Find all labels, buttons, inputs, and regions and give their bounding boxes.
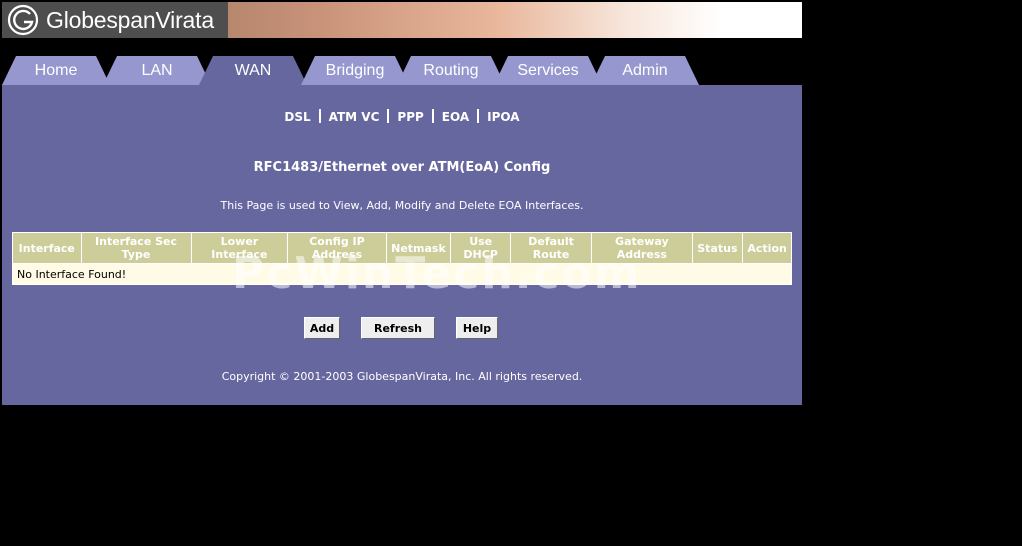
tab-home[interactable]: Home	[2, 56, 110, 85]
subnav-ipoa[interactable]: IPOA	[487, 110, 520, 124]
col-action: Action	[742, 232, 792, 264]
tab-wan[interactable]: WAN	[199, 56, 307, 85]
tab-admin[interactable]: Admin	[591, 56, 699, 85]
main-tab-bar: Home LAN WAN Bridging Routing Services A…	[2, 56, 802, 85]
tab-lan-label: LAN	[141, 61, 173, 79]
brand-name: GlobespanVirata	[46, 6, 214, 33]
tab-routing-label: Routing	[423, 61, 479, 79]
content-panel: DSL ATM VC PPP EOA IPOA RFC1483/Ethernet ove…	[2, 85, 802, 405]
table-header-row: Interface Interface Sec Type Lower Inter…	[12, 232, 792, 264]
add-button[interactable]: Add	[304, 317, 340, 339]
globespan-logo-icon	[2, 2, 44, 38]
col-gateway-address: Gateway Address	[591, 232, 693, 264]
eoa-interfaces-table: Interface Interface Sec Type Lower Inter…	[12, 232, 792, 285]
copyright-footer: Copyright © 2001-2003 GlobespanVirata, I…	[221, 370, 583, 383]
col-default-route: Default Route	[510, 232, 593, 264]
table-row: No Interface Found!	[12, 263, 792, 285]
col-netmask: Netmask	[385, 232, 452, 264]
header-banner: GlobespanVirata	[2, 2, 802, 38]
subnav-dsl[interactable]: DSL	[284, 110, 311, 124]
col-config-ip-address: Config IP Address	[287, 232, 387, 264]
empty-table-message: No Interface Found!	[12, 263, 792, 285]
action-buttons: Add Refresh Help	[2, 317, 802, 339]
tab-bridging[interactable]: Bridging	[301, 56, 409, 85]
col-use-dhcp: Use DHCP	[450, 232, 512, 264]
subnav-separator	[477, 109, 480, 123]
page-title: RFC1483/Ethernet over ATM(EoA) Config	[253, 160, 551, 175]
page-description: This Page is used to View, Add, Modify a…	[220, 199, 584, 212]
tab-services-label: Services	[517, 61, 579, 79]
tab-services[interactable]: Services	[494, 56, 602, 85]
subnav-ppp[interactable]: PPP	[397, 110, 424, 124]
refresh-button[interactable]: Refresh	[361, 317, 435, 339]
tab-wan-label: WAN	[234, 61, 272, 79]
wan-subnav: DSL ATM VC PPP EOA IPOA	[2, 109, 802, 124]
help-button[interactable]: Help	[456, 317, 498, 339]
subnav-separator	[387, 109, 390, 123]
subnav-separator	[318, 109, 321, 123]
col-interface-sec-type: Interface Sec Type	[80, 232, 192, 264]
subnav-eoa[interactable]: EOA	[441, 110, 470, 124]
tab-bridging-label: Bridging	[325, 61, 385, 79]
subnav-atm-vc[interactable]: ATM VC	[328, 110, 380, 124]
subnav-separator	[431, 109, 434, 123]
col-interface: Interface	[12, 232, 82, 264]
tab-routing[interactable]: Routing	[397, 56, 505, 85]
brand-logo: GlobespanVirata	[2, 2, 228, 38]
tab-admin-label: Admin	[622, 61, 668, 79]
col-status: Status	[691, 232, 744, 264]
col-lower-interface: Lower Interface	[190, 232, 289, 264]
tab-lan[interactable]: LAN	[103, 56, 211, 85]
tab-home-label: Home	[34, 61, 78, 79]
